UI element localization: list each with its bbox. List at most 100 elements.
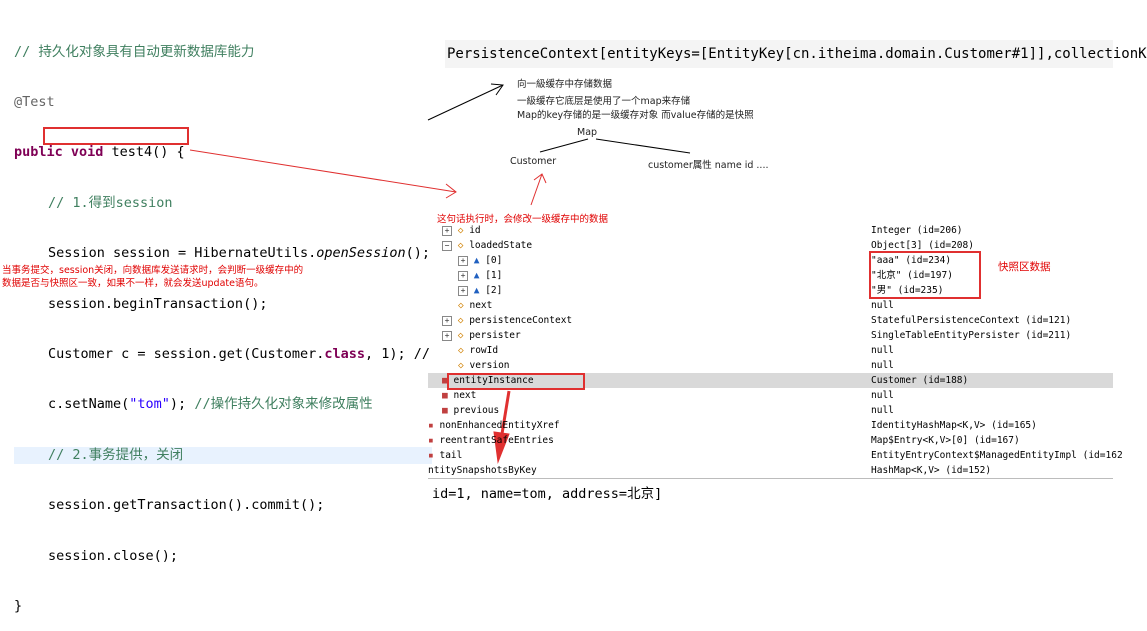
annotation-arrows: [189, 83, 691, 464]
field-icon: ◇: [458, 300, 464, 311]
variable-name: [1]: [485, 270, 503, 281]
code-line-begin-transaction: session.beginTransaction();: [48, 295, 268, 312]
variable-row[interactable]: + ◇ persister SingleTableEntityPersister…: [428, 328, 1113, 343]
code-method-signature: public void test4() {: [14, 144, 432, 161]
variable-value: EntityEntryContext$ManagedEntityImpl (id…: [871, 450, 1123, 461]
field-icon: ◇: [457, 330, 464, 341]
variable-value: "男" (id=235): [871, 285, 944, 296]
variable-value: "aaa" (id=234): [871, 255, 952, 266]
variable-row[interactable]: + ◇ persistenceContext StatefulPersisten…: [428, 313, 1113, 328]
private-field-icon: ▪: [428, 420, 434, 431]
code-method-name: openSession: [316, 245, 406, 262]
variable-row[interactable]: ■ previous null: [428, 403, 1113, 418]
code-close-brace: }: [14, 597, 23, 614]
variable-name: loadedState: [469, 240, 533, 251]
persistence-context-line: PersistenceContext[entityKeys=[EntityKey…: [447, 46, 1147, 62]
variable-row[interactable]: ▪ tail EntityEntryContext$ManagedEntityI…: [428, 448, 1123, 463]
variable-row[interactable]: ■ next null: [428, 388, 1113, 403]
code-text: Customer c = session.get(Customer.: [48, 345, 325, 362]
variable-name: [2]: [485, 285, 503, 296]
variable-row[interactable]: ◇ version null: [428, 358, 1113, 373]
arrow-head-persistence: [490, 83, 504, 96]
array-element-icon: ▲: [473, 285, 480, 296]
private-field-icon: ▪: [428, 450, 434, 461]
code-text: Session session = HibernateUtils.: [48, 245, 317, 262]
variable-name: [0]: [485, 255, 503, 266]
variable-name: entityInstance: [453, 375, 534, 386]
code-text: , 1); //: [364, 345, 431, 362]
code-text: );: [169, 396, 187, 413]
variable-name: next: [453, 390, 477, 401]
note-store-cache: 向一級缓存中存储数据: [517, 79, 613, 90]
variable-row[interactable]: ▪ nonEnhancedEntityXref IdentityHashMap<…: [428, 418, 1113, 433]
note-commit-line2: 数据是否与快照区一致，如果不一样，就会发送update语句。: [2, 278, 264, 289]
variable-name: ntitySnapshotsByKey: [428, 465, 537, 476]
variable-name: rowId: [469, 345, 499, 356]
variable-row[interactable]: + ▲ [2] "男" (id=235): [428, 283, 1113, 298]
diagram-customer-label: Customer: [510, 156, 557, 167]
variable-value: Integer (id=206): [871, 225, 963, 236]
code-text: ();: [405, 245, 431, 262]
variable-row[interactable]: ◇ next null: [428, 298, 1113, 313]
variable-row[interactable]: ◇ rowId null: [428, 343, 1113, 358]
arrow-up-to-customer: [530, 173, 543, 206]
arrow-head-down: [493, 431, 510, 464]
expand-icon[interactable]: +: [458, 286, 468, 296]
arrow-setname-to-table: [189, 149, 457, 193]
field-icon: ◇: [458, 345, 464, 356]
variable-value: IdentityHashMap<K,V> (id=165): [871, 420, 1037, 431]
variable-row[interactable]: − ◇ loadedState Object[3] (id=208): [428, 238, 1113, 253]
expand-icon[interactable]: +: [458, 256, 468, 266]
variable-value: Customer (id=188): [871, 375, 969, 386]
variable-name: next: [469, 300, 493, 311]
map-to-customer-line: [539, 138, 589, 153]
variable-row[interactable]: ntitySnapshotsByKey HashMap<K,V> (id=152…: [428, 463, 1113, 478]
collapse-icon[interactable]: −: [442, 241, 452, 251]
code-comment-step2: // 2.事务提供，关闭: [14, 446, 432, 464]
arrow-entityinstance-down: [499, 390, 511, 441]
variable-name: version: [469, 360, 510, 371]
expand-icon[interactable]: +: [442, 331, 452, 341]
variable-value: "北京" (id=197): [871, 270, 953, 281]
map-to-attr-line: [595, 138, 691, 154]
variable-value: StatefulPersistenceContext (id=121): [871, 315, 1072, 326]
code-signature-rest: test4() {: [103, 144, 185, 161]
private-field-icon: ■: [442, 375, 448, 386]
variable-value: null: [871, 345, 894, 356]
note-snapshot-data: 快照区数据: [998, 261, 1051, 273]
code-string: "tom": [129, 396, 170, 413]
variable-value: null: [871, 300, 894, 311]
code-annotation: @Test: [14, 93, 55, 110]
code-comment-step1: // 1.得到session: [48, 194, 173, 211]
variable-value: null: [871, 390, 894, 401]
private-field-icon: ■: [442, 405, 448, 416]
private-field-icon: ■: [442, 390, 448, 401]
note-exec-modify-cache: 这句话执行时，会修改一级缓存中的数据: [437, 214, 609, 225]
expand-icon[interactable]: +: [442, 226, 452, 236]
variable-value: null: [871, 405, 894, 416]
code-line-get-customer: Customer c = session.get(Customer.class,…: [14, 346, 432, 363]
code-keyword: class: [324, 345, 365, 362]
variable-row-selected[interactable]: ■ entityInstance Customer (id=188): [428, 373, 1113, 388]
variable-row[interactable]: + ▲ [0] "aaa" (id=234): [428, 253, 1113, 268]
variable-value: null: [871, 360, 894, 371]
arrow-head-up: [533, 173, 547, 184]
variable-row[interactable]: ▪ reentrantSafeEntries Map$Entry<K,V>[0]…: [428, 433, 1113, 448]
private-field-icon: ▪: [428, 435, 434, 446]
arrow-head-setname: [445, 183, 457, 199]
variable-row[interactable]: + ◇ id Integer (id=206): [428, 223, 1113, 238]
expand-icon[interactable]: +: [458, 271, 468, 281]
variable-detail-pane[interactable]: id=1, name=tom, address=北京]: [432, 486, 663, 502]
variable-name: tail: [439, 450, 463, 461]
expand-icon[interactable]: +: [442, 316, 452, 326]
variable-name: persister: [469, 330, 521, 341]
variable-row[interactable]: + ▲ [1] "北京" (id=197): [428, 268, 1113, 283]
code-editor[interactable]: // 持久化对象具有自动更新数据库能力 @Test public void te…: [14, 10, 432, 631]
variable-name: previous: [453, 405, 500, 416]
code-line-commit: session.getTransaction().commit();: [48, 497, 325, 514]
arrow-to-persistence-context: [427, 84, 504, 121]
highlight-setname-box: [43, 127, 189, 145]
variable-value: SingleTableEntityPersister (id=211): [871, 330, 1072, 341]
note-key-value: Map的key存储的是一级缓存对象 而value存储的是快照: [517, 110, 754, 121]
detail-divider: [428, 478, 1113, 479]
